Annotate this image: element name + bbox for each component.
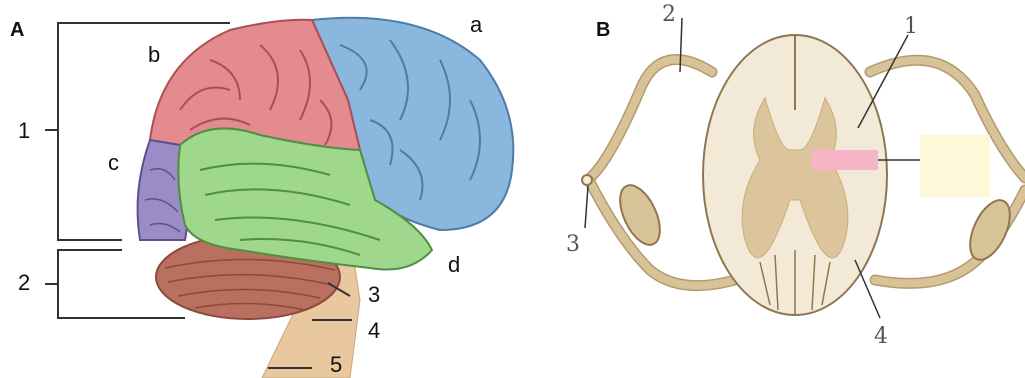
brain-diagram bbox=[45, 18, 513, 378]
brain-number-2: 2 bbox=[18, 272, 30, 294]
highlight-box bbox=[812, 150, 878, 170]
brain-number-1: 1 bbox=[18, 120, 30, 142]
spinal-cord-diagram bbox=[582, 18, 1025, 318]
brain-number-5: 5 bbox=[330, 354, 342, 376]
cord-number-2: 2 bbox=[662, 4, 676, 26]
panel-label-a: A bbox=[10, 20, 24, 40]
brain-number-3: 3 bbox=[368, 284, 380, 306]
brain-label-b: b bbox=[148, 44, 160, 66]
cord-number-4: 4 bbox=[874, 326, 888, 348]
brain-label-c: c bbox=[108, 152, 119, 174]
panel-label-b: B bbox=[596, 20, 610, 40]
brain-number-4: 4 bbox=[368, 320, 380, 342]
cord-number-1: 1 bbox=[904, 16, 918, 38]
cord-number-3: 3 bbox=[566, 234, 580, 256]
right-ganglion bbox=[962, 194, 1018, 266]
brain-label-a: a bbox=[470, 14, 482, 36]
brain-label-d: d bbox=[448, 254, 460, 276]
answer-box bbox=[920, 135, 990, 197]
